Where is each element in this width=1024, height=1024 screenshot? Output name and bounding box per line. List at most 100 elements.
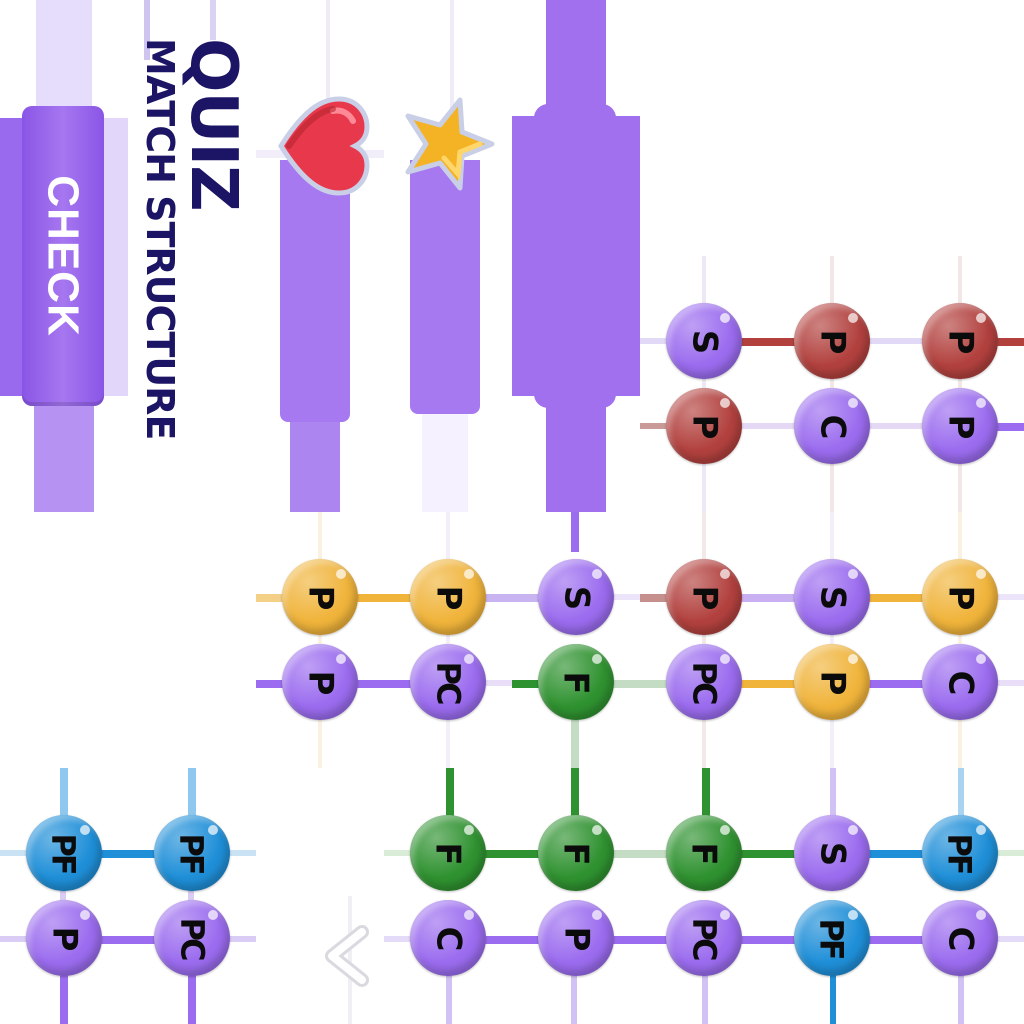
match-node[interactable]: P [922, 303, 998, 379]
bg-bar [422, 414, 468, 512]
match-node[interactable]: PC [666, 900, 742, 976]
match-node[interactable]: F [538, 815, 614, 891]
match-node[interactable]: P [282, 644, 358, 720]
match-node-label: P [683, 585, 724, 609]
connector [866, 936, 926, 944]
connector [610, 936, 670, 944]
connector [354, 680, 414, 688]
match-node[interactable]: C [410, 900, 486, 976]
match-node-label: F [683, 842, 724, 864]
match-node[interactable]: C [794, 388, 870, 464]
match-node-label: P [299, 670, 340, 694]
heart-icon [266, 86, 376, 206]
match-node[interactable]: PF [922, 815, 998, 891]
page-title: QUIZ [176, 38, 250, 211]
connector [866, 850, 926, 858]
match-node-label: P [939, 585, 980, 609]
match-node[interactable]: P [794, 644, 870, 720]
match-node-label: C [427, 926, 468, 950]
match-node[interactable]: F [666, 815, 742, 891]
match-node[interactable]: PC [666, 644, 742, 720]
match-node[interactable]: F [410, 815, 486, 891]
connector [830, 768, 836, 818]
match-node-label: S [684, 329, 724, 353]
grid-line [702, 256, 706, 512]
connector [60, 974, 68, 1024]
page-subtitle: MATCH STRUCTURE [138, 38, 182, 440]
match-node[interactable]: P [282, 559, 358, 635]
connector [738, 594, 798, 602]
match-node[interactable]: PF [154, 815, 230, 891]
connector [958, 974, 964, 1024]
connector [995, 423, 1024, 431]
grid-line [958, 512, 962, 768]
match-node-label: S [556, 585, 596, 609]
match-node-label: PC [429, 661, 467, 703]
match-node[interactable]: C [922, 900, 998, 976]
match-node[interactable]: P [922, 388, 998, 464]
connector [571, 718, 579, 768]
match-node[interactable]: P [26, 900, 102, 976]
connector [482, 936, 542, 944]
match-node[interactable]: P [922, 559, 998, 635]
connector [866, 680, 926, 688]
bg-bar [144, 0, 150, 60]
match-node-label: C [939, 670, 980, 694]
connector [482, 594, 542, 602]
match-node[interactable]: S [666, 303, 742, 379]
connector [96, 936, 160, 944]
connector [610, 850, 670, 858]
connector [995, 338, 1024, 346]
connector [512, 680, 542, 688]
match-node-label: PC [173, 917, 211, 959]
match-node[interactable]: PC [154, 900, 230, 976]
match-node[interactable]: S [794, 559, 870, 635]
bg-bar [36, 0, 92, 110]
match-node[interactable]: S [538, 559, 614, 635]
bg-bar [290, 420, 340, 512]
connector [702, 768, 710, 818]
bg-bar [410, 160, 480, 414]
match-node[interactable]: F [538, 644, 614, 720]
match-node-label: F [555, 671, 596, 693]
match-node-label: F [555, 842, 596, 864]
match-node[interactable]: PF [26, 815, 102, 891]
connector [482, 850, 542, 858]
match-node-label: P [939, 329, 980, 353]
match-node[interactable]: P [666, 388, 742, 464]
match-node[interactable]: P [794, 303, 870, 379]
match-node-label: PC [685, 917, 723, 959]
match-node[interactable]: P [410, 559, 486, 635]
match-node[interactable]: S [794, 815, 870, 891]
connector [446, 768, 454, 818]
check-button[interactable]: CHECK [22, 106, 104, 406]
match-node-label: P [811, 329, 852, 353]
connector [348, 896, 352, 1024]
match-node[interactable]: PC [410, 644, 486, 720]
bg-bar [280, 160, 350, 422]
match-node[interactable]: P [538, 900, 614, 976]
connector [446, 974, 452, 1024]
connector [702, 974, 708, 1024]
match-node-label: S [812, 585, 852, 609]
match-node-label: PC [685, 661, 723, 703]
grid-line [60, 768, 66, 1024]
connector [640, 594, 670, 602]
grid-line [702, 512, 706, 768]
match-node-label: P [299, 585, 340, 609]
match-node-label: PF [45, 833, 83, 873]
match-node-label: F [427, 842, 468, 864]
back-arrow-icon[interactable] [318, 922, 382, 994]
connector [740, 338, 800, 346]
connector [571, 768, 579, 818]
grid-line [830, 512, 834, 768]
connector [96, 850, 160, 858]
connector [256, 680, 286, 688]
match-node[interactable]: C [922, 644, 998, 720]
match-node[interactable]: PF [794, 900, 870, 976]
match-node-label: C [811, 414, 852, 438]
match-node-label: S [812, 841, 852, 865]
match-node-label: C [939, 926, 980, 950]
match-node[interactable]: P [666, 559, 742, 635]
match-node-label: P [43, 926, 84, 950]
